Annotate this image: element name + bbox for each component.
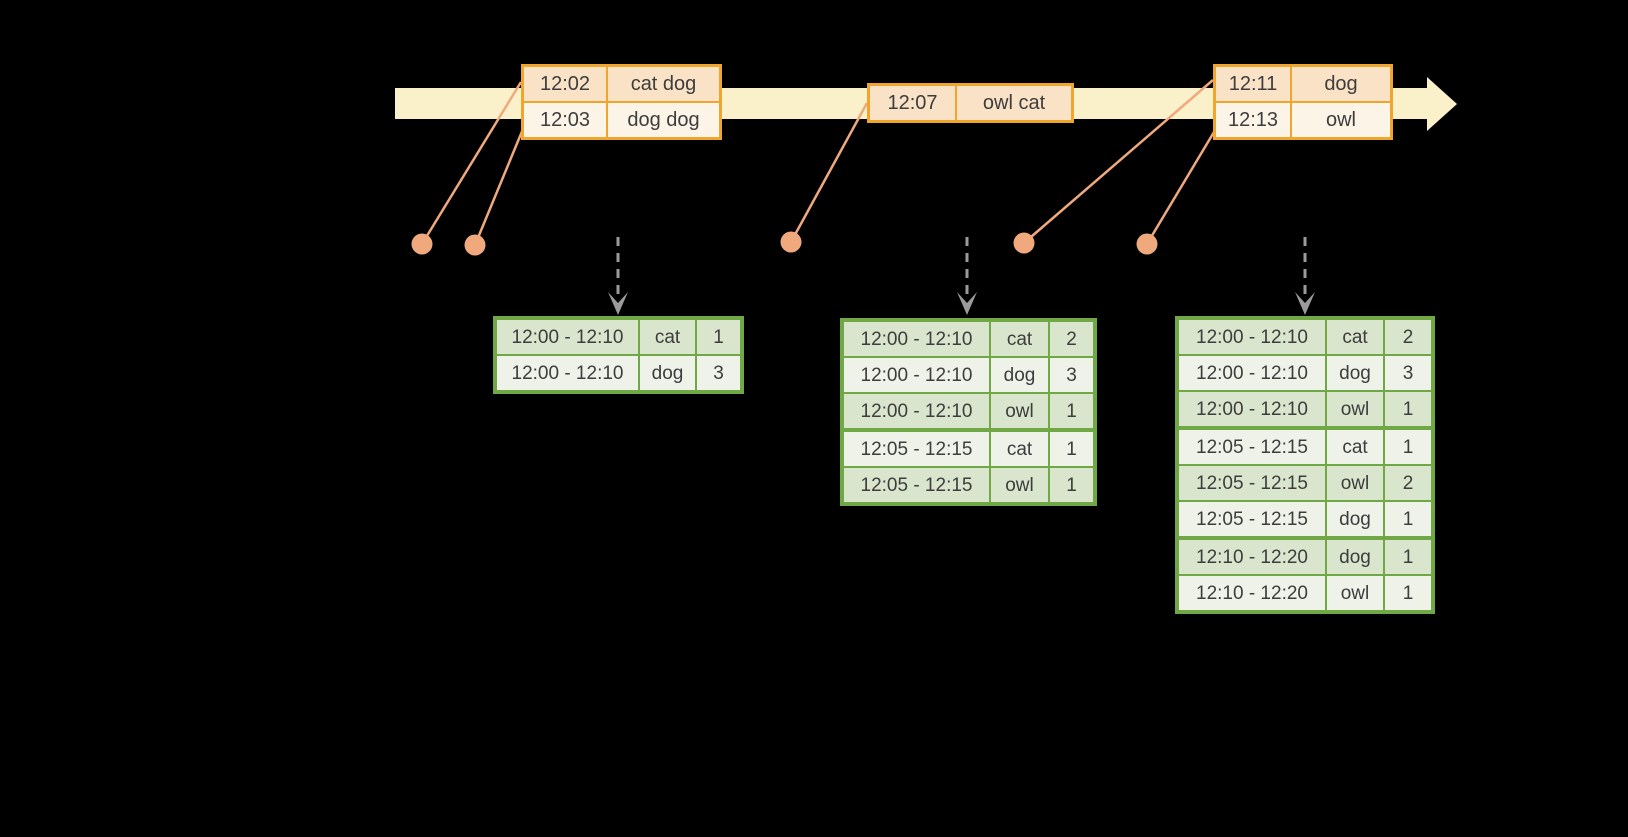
event-time-cell: 12:13 <box>1216 103 1290 137</box>
count-cell: 2 <box>1385 320 1431 354</box>
event-time-cell: 12:07 <box>870 86 955 120</box>
event-connector-line <box>789 102 869 243</box>
window-cell: 12:00 - 12:10 <box>497 320 638 354</box>
count-cell: 1 <box>1385 540 1431 574</box>
event-words-cell: dog <box>1292 67 1390 101</box>
count-cell: 3 <box>697 356 740 390</box>
word-cell: owl <box>1327 466 1383 500</box>
count-cell: 2 <box>1050 322 1093 356</box>
window-cell: 12:00 - 12:10 <box>1179 392 1325 426</box>
window-cell: 12:00 - 12:10 <box>1179 320 1325 354</box>
event-words-cell: dog dog <box>608 103 719 137</box>
window-cell: 12:05 - 12:15 <box>844 432 989 466</box>
window-cell: 12:00 - 12:10 <box>1179 356 1325 390</box>
word-cell: dog <box>991 358 1048 392</box>
window-cell: 12:00 - 12:10 <box>844 358 989 392</box>
count-cell: 1 <box>1050 432 1093 466</box>
event-connector-line <box>1145 126 1219 245</box>
event-dot-icon <box>780 231 802 253</box>
window-cell: 12:10 - 12:20 <box>1179 576 1325 610</box>
event-time-cell: 12:02 <box>524 67 606 101</box>
word-cell: owl <box>991 394 1048 428</box>
word-cell: dog <box>1327 502 1383 536</box>
event-connector-line <box>473 128 525 246</box>
word-cell: cat <box>991 322 1048 356</box>
count-cell: 1 <box>1050 394 1093 428</box>
event-dot-icon <box>1136 233 1158 255</box>
word-cell: dog <box>1327 356 1383 390</box>
word-cell: dog <box>1327 540 1383 574</box>
event-time-cell: 12:03 <box>524 103 606 137</box>
count-cell: 1 <box>697 320 740 354</box>
window-cell: 12:05 - 12:15 <box>1179 430 1325 464</box>
count-cell: 3 <box>1050 358 1093 392</box>
window-cell: 12:00 - 12:10 <box>844 322 989 356</box>
event-connector-line <box>1023 79 1214 244</box>
count-cell: 3 <box>1385 356 1431 390</box>
word-cell: cat <box>991 432 1048 466</box>
window-cell: 12:05 - 12:15 <box>1179 466 1325 500</box>
count-cell: 1 <box>1050 468 1093 502</box>
window-cell: 12:05 - 12:15 <box>844 468 989 502</box>
window-cell: 12:10 - 12:20 <box>1179 540 1325 574</box>
event-words-cell: owl cat <box>957 86 1071 120</box>
word-cell: cat <box>1327 320 1383 354</box>
count-cell: 1 <box>1385 502 1431 536</box>
trigger-arrowhead-icon <box>608 292 628 315</box>
word-cell: cat <box>640 320 695 354</box>
trigger-arrowhead-icon <box>1295 292 1315 315</box>
count-cell: 2 <box>1385 466 1431 500</box>
event-words-cell: cat dog <box>608 67 719 101</box>
count-cell: 1 <box>1385 430 1431 464</box>
word-cell: owl <box>1327 576 1383 610</box>
window-cell: 12:05 - 12:15 <box>1179 502 1325 536</box>
event-connector-line <box>420 81 523 245</box>
event-words-cell: owl <box>1292 103 1390 137</box>
count-cell: 1 <box>1385 576 1431 610</box>
timeline-arrowhead-icon <box>1427 77 1457 131</box>
event-dot-icon <box>1013 232 1035 254</box>
window-cell: 12:00 - 12:10 <box>497 356 638 390</box>
word-cell: cat <box>1327 430 1383 464</box>
word-cell: dog <box>640 356 695 390</box>
word-cell: owl <box>1327 392 1383 426</box>
word-cell: owl <box>991 468 1048 502</box>
trigger-arrowhead-icon <box>957 292 977 315</box>
window-cell: 12:00 - 12:10 <box>844 394 989 428</box>
event-time-cell: 12:11 <box>1216 67 1290 101</box>
event-dot-icon <box>411 233 433 255</box>
event-dot-icon <box>464 234 486 256</box>
count-cell: 1 <box>1385 392 1431 426</box>
